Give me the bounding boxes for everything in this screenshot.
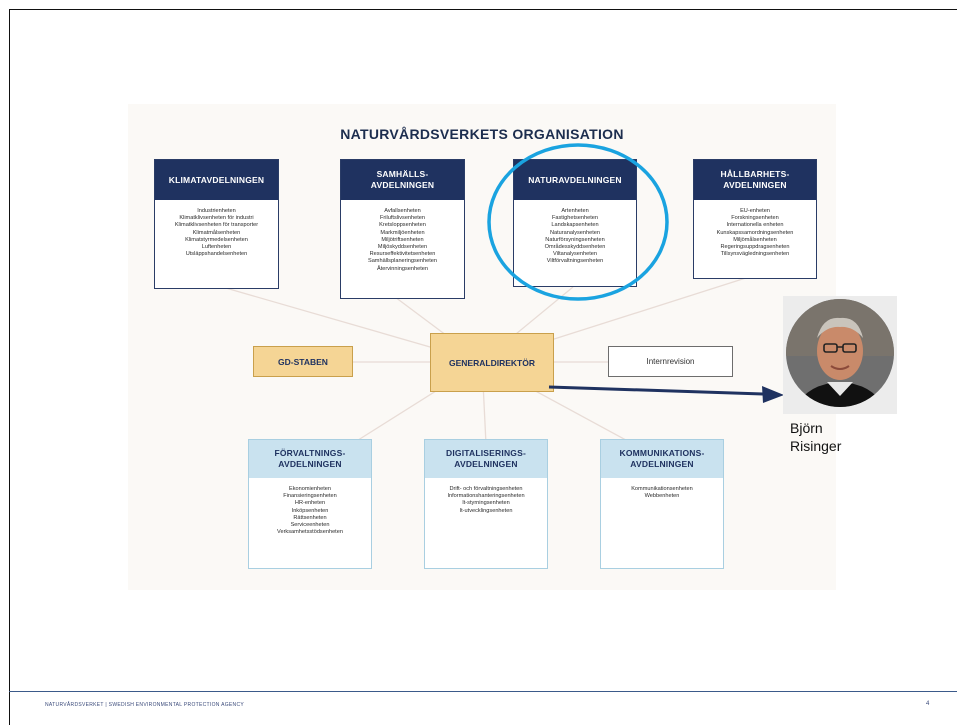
unit-item: Inköpsenheten	[291, 507, 329, 514]
unit-item: Fastighetsenheten	[551, 215, 599, 222]
unit-item: Samhällsplaneringsenheten	[367, 258, 438, 265]
unit-item: Miljöskyddsenheten	[377, 244, 428, 251]
dept-forvaltnings-header: FÖRVALTNINGS- AVDELNINGEN	[249, 440, 371, 478]
unit-item: Landskapsenheten	[551, 222, 599, 229]
org-chart-title: NATURVÅRDSVERKETS ORGANISATION	[340, 126, 624, 142]
generaldirektor-box: GENERALDIREKTÖR	[430, 333, 554, 392]
unit-item: Industrienheten	[197, 208, 236, 214]
unit-item: Finansieringsenheten	[283, 493, 337, 500]
dept-kommunikations-header: KOMMUNIKATIONS- AVDELNINGEN	[601, 440, 723, 478]
unit-item: Klimatklivsenheten för transporter	[174, 222, 259, 229]
unit-item: Kretsloppsenheten	[379, 222, 426, 229]
unit-item: Naturförsyningsenheten	[545, 236, 605, 243]
dept-samhalls-units: Avfallsenheten Friluftslivsenheten Krets…	[341, 200, 464, 277]
unit-item: Artenheten	[561, 208, 589, 214]
unit-item: Miljötriftsenheten	[381, 236, 424, 243]
unit-item: Regeringsuppdragsenheten	[720, 244, 790, 251]
unit-item: It-utvecklingsenheten	[459, 507, 513, 514]
unit-item: Informationshanteringsenheten	[447, 493, 525, 500]
unit-item: Klimatklivsenheten för industri	[179, 215, 254, 222]
dept-natur-header: NATURAVDELNINGEN	[514, 160, 636, 200]
unit-item: Viltförvaltningsenheten	[546, 258, 604, 265]
dept-digitaliserings-header: DIGITALISERINGS- AVDELNINGEN	[425, 440, 547, 478]
dept-digitaliserings-units: Drift- och förvaltningsenheten Informati…	[425, 478, 547, 519]
dept-klimat-header: KLIMATAVDELNINGEN	[155, 160, 278, 200]
unit-item: Luftenheten	[201, 244, 232, 251]
unit-item: Markmiljöenheten	[380, 229, 425, 236]
unit-item: Tillsynsvägledningsenheten	[720, 251, 790, 258]
dept-hallbarhets: HÅLLBARHETS- AVDELNINGEN EU-enheten Fors…	[693, 159, 817, 279]
unit-item: EU-enheten	[740, 208, 770, 214]
dept-digitaliserings: DIGITALISERINGS- AVDELNINGEN Drift- och …	[424, 439, 548, 569]
footer-divider	[9, 691, 957, 692]
dept-natur-units: Artenheten Fastighetsenheten Landskapsen…	[514, 200, 636, 270]
unit-item: Kunskapssamordningsenheten	[716, 229, 794, 236]
unit-item: Utsläppshandelsenheten	[185, 251, 248, 258]
unit-item: Områdesskyddsenheten	[544, 244, 606, 251]
footer-text: NATURVÅRDSVERKET | SWEDISH ENVIRONMENTAL…	[45, 702, 245, 708]
unit-item: Klimatmålsenheten	[192, 229, 241, 236]
unit-item: Naturanalysenheten	[549, 229, 601, 236]
unit-item: HR-enheten	[294, 500, 326, 507]
unit-item: Forskningsenheten	[731, 215, 779, 222]
dept-kommunikations-units: Kommunikationsenheten Webbenheten	[601, 478, 723, 504]
dept-natur: NATURAVDELNINGEN Artenheten Fastighetsen…	[513, 159, 637, 287]
gd-staben-box: GD-STABEN	[253, 346, 353, 377]
unit-item: Internationella enheten	[726, 222, 784, 229]
unit-item: Avfallsenheten	[384, 208, 421, 214]
dept-forvaltnings: FÖRVALTNINGS- AVDELNINGEN Ekonomienheten…	[248, 439, 372, 569]
internrevision-box: Internrevision	[608, 346, 733, 377]
unit-item: Rättsenheten	[293, 514, 327, 521]
unit-item: Drift- och förvaltningsenheten	[449, 486, 523, 492]
unit-item: Verksamhetsstödsenheten	[277, 529, 343, 536]
unit-item: Serviceenheten	[290, 522, 330, 529]
dept-kommunikations: KOMMUNIKATIONS- AVDELNINGEN Kommunikatio…	[600, 439, 724, 569]
dept-hallbarhets-header: HÅLLBARHETS- AVDELNINGEN	[694, 160, 816, 200]
unit-item: Klimatstyrmedelsenheten	[185, 236, 248, 243]
unit-item: It-styrningsenheten	[462, 500, 510, 507]
dept-hallbarhets-units: EU-enheten Forskningsenheten Internation…	[694, 200, 816, 262]
unit-item: Webbenheten	[644, 493, 680, 500]
dept-forvaltnings-units: Ekonomienheten Finansieringsenheten HR-e…	[249, 478, 371, 540]
unit-item: Resurseffektivitetsenheten	[369, 251, 436, 258]
unit-item: Ekonomienheten	[289, 486, 331, 492]
org-chart: NATURVÅRDSVERKETS ORGANISATION KLIMATAVD…	[128, 104, 836, 590]
portrait-photo	[783, 296, 897, 414]
dept-klimat-units: Industrienheten Klimatklivsenheten för i…	[155, 200, 278, 262]
dept-klimat: KLIMATAVDELNINGEN Industrienheten Klimat…	[154, 159, 279, 289]
page-number: 4	[926, 701, 930, 707]
unit-item: Viltanalysenheten	[552, 251, 598, 258]
dept-samhalls: SAMHÄLLS- AVDELNINGEN Avfallsenheten Fri…	[340, 159, 465, 299]
unit-item: Miljömålsenheten	[733, 236, 777, 243]
unit-item: Återvinningsenheten	[376, 265, 428, 272]
person-name: Björn Risinger	[790, 420, 842, 454]
dept-samhalls-header: SAMHÄLLS- AVDELNINGEN	[341, 160, 464, 200]
unit-item: Kommunikationsenheten	[631, 486, 693, 492]
unit-item: Friluftslivsenheten	[379, 215, 426, 222]
